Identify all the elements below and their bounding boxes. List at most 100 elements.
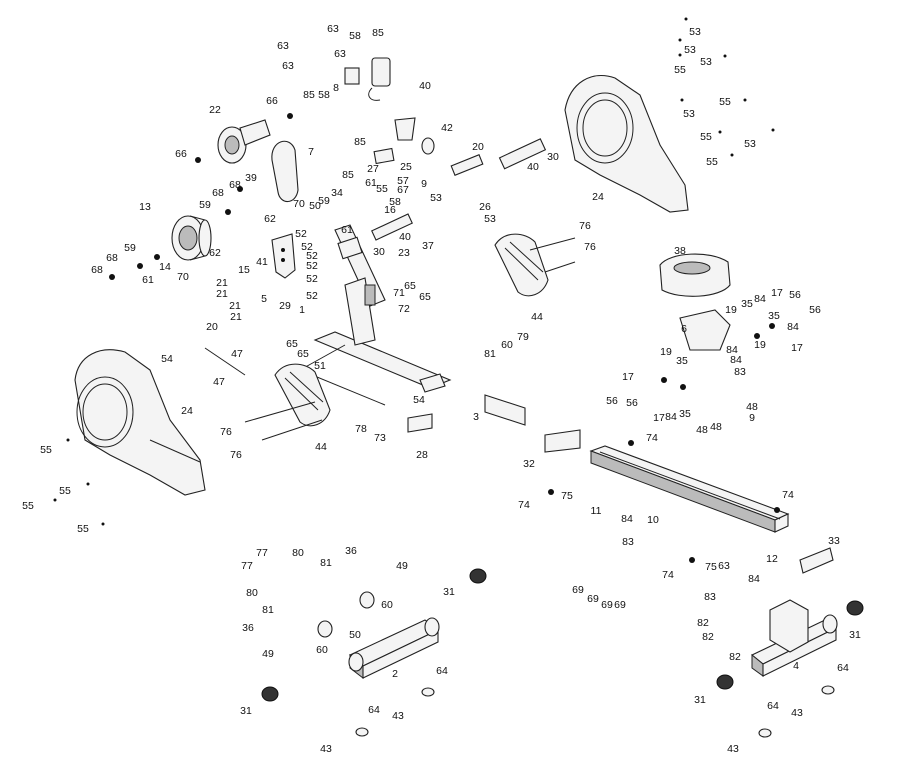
- part-callout: 53: [689, 26, 701, 38]
- part-callout: 43: [320, 743, 332, 755]
- part-callout: 55: [22, 500, 34, 512]
- pedal-left: [274, 363, 331, 427]
- part-callout: 21: [230, 311, 242, 323]
- part-callout: 82: [702, 631, 714, 643]
- part-callout: 74: [782, 489, 794, 501]
- part-callout: 69: [601, 599, 613, 611]
- part-callout: 59: [199, 199, 211, 211]
- part-callout: 65: [419, 291, 431, 303]
- part-callout: 64: [436, 665, 448, 677]
- part-callout: 58: [318, 89, 330, 101]
- part-callout: 60: [316, 644, 328, 656]
- part-callout: 55: [706, 156, 718, 168]
- part-callout: 62: [209, 247, 221, 259]
- part-callout: 53: [684, 44, 696, 56]
- part-callout: 84: [748, 573, 760, 585]
- part-callout: 74: [662, 569, 674, 581]
- part-callout: 15: [238, 264, 250, 276]
- part-callout: 32: [523, 458, 535, 470]
- part-callout: 19: [725, 304, 737, 316]
- part-callout: 13: [139, 201, 151, 213]
- part-callout: 64: [368, 704, 380, 716]
- part-callout: 76: [584, 241, 596, 253]
- part-callout: 17: [771, 287, 783, 299]
- part-callout: 5: [261, 293, 267, 305]
- part-callout: 57: [397, 175, 409, 187]
- part-callout: 25: [400, 161, 412, 173]
- part-callout: 19: [754, 339, 766, 351]
- part-callout: 70: [177, 271, 189, 283]
- part-callout: 59: [124, 242, 136, 254]
- front-stabilizer: [348, 617, 440, 680]
- part-callout: 21: [216, 277, 228, 289]
- part-callout: 20: [472, 141, 484, 153]
- part-callout: 52: [295, 228, 307, 240]
- parts-layer: [53, 17, 864, 738]
- part-callout: 42: [441, 122, 453, 134]
- part-callout: 44: [531, 311, 543, 323]
- part-callout: 61: [341, 224, 353, 236]
- left-side-cover: [74, 349, 206, 496]
- part-callout: 38: [674, 245, 686, 257]
- part-callout: 76: [579, 220, 591, 232]
- part-callout: 56: [626, 397, 638, 409]
- part-callout: 53: [683, 108, 695, 120]
- part-callout: 63: [282, 60, 294, 72]
- part-callout: 55: [77, 523, 89, 535]
- part-callout: 67: [397, 184, 409, 196]
- part-callout: 11: [591, 505, 602, 517]
- axle-rods: [204, 237, 576, 441]
- part-callout: 68: [212, 187, 224, 199]
- part-callout: 30: [547, 151, 559, 163]
- part-callout: 47: [231, 348, 243, 360]
- part-callout: 48: [746, 401, 758, 413]
- seat-bracket: [679, 309, 731, 351]
- part-callout: 17: [622, 371, 634, 383]
- part-callout: 84: [730, 354, 742, 366]
- part-callout: 66: [175, 148, 187, 160]
- part-callout: 35: [676, 355, 688, 367]
- part-callout: 63: [334, 48, 346, 60]
- part-callout: 68: [91, 264, 103, 276]
- cup-holder: [373, 117, 435, 165]
- part-callout: 53: [484, 213, 496, 225]
- upright-post: [334, 224, 386, 346]
- part-callout: 31: [849, 629, 861, 641]
- part-callout: 12: [766, 553, 778, 565]
- part-callout: 41: [256, 256, 268, 268]
- part-callout: 64: [837, 662, 849, 674]
- part-callout: 37: [422, 240, 434, 252]
- part-callout: 36: [345, 545, 357, 557]
- part-callout: 22: [209, 104, 221, 116]
- seat: [659, 253, 731, 297]
- part-callout: 44: [315, 441, 327, 453]
- part-callout: 43: [392, 710, 404, 722]
- part-callout: 64: [767, 700, 779, 712]
- part-callout: 63: [327, 23, 339, 35]
- console: [344, 57, 391, 101]
- part-callout: 75: [705, 561, 717, 573]
- part-callout: 55: [59, 485, 71, 497]
- drive-belt: [271, 140, 299, 203]
- part-callout: 80: [292, 547, 304, 559]
- part-callout: 53: [700, 56, 712, 68]
- part-callout: 31: [694, 694, 706, 706]
- part-callout: 83: [704, 591, 716, 603]
- part-callout: 53: [744, 138, 756, 150]
- part-callout: 55: [376, 183, 388, 195]
- part-callout: 16: [384, 204, 396, 216]
- part-callout: 34: [331, 187, 343, 199]
- part-callout: 61: [365, 177, 377, 189]
- part-callout: 48: [710, 421, 722, 433]
- part-callout: 33: [828, 535, 840, 547]
- part-callout: 83: [734, 366, 746, 378]
- part-callout: 65: [404, 280, 416, 292]
- part-callout: 2: [392, 668, 398, 680]
- part-callout: 56: [789, 289, 801, 301]
- part-callout: 84: [754, 293, 766, 305]
- part-callout: 9: [421, 178, 427, 190]
- flywheel: [171, 215, 212, 261]
- leveling-feet: [355, 685, 835, 738]
- part-callout: 80: [246, 587, 258, 599]
